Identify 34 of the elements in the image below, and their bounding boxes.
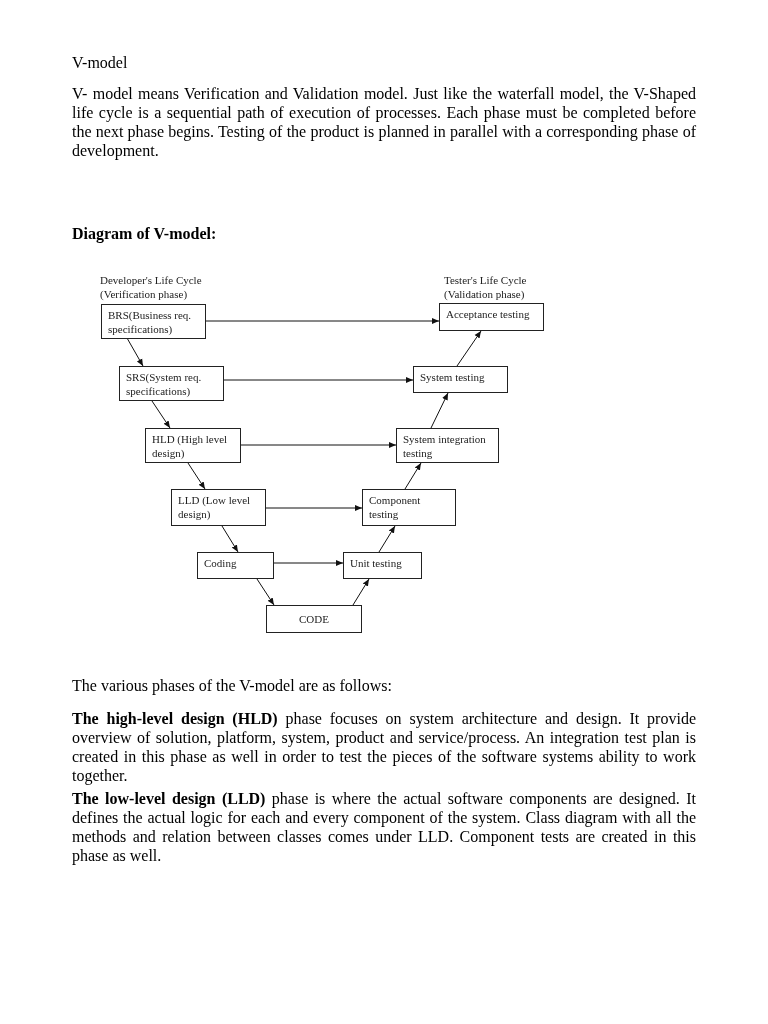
arrow — [221, 525, 239, 553]
body-paragraph: The low-level design (LLD) phase is where the actual software components are designed. It defines the actual logic for each and every component of the system. Class diagram with all the methods and relation between classes comes under LLD. Component tests are created in this phase as well. — [72, 789, 696, 865]
arrow — [187, 462, 206, 490]
process-box: Component testing — [362, 489, 456, 526]
body-paragraph: The high-level design (HLD) phase focuses on system architecture and design. It provide overview of solution, platform, system, product and service/process. An integration test plan is created in this phase as well in order to test the pieces of the software systems ability to work together. — [72, 709, 696, 785]
intro-paragraph: V- model means Verification and Validation model. Just like the waterfall model, the V-Shaped life cycle is a sequential path of execution of processes. Each phase must be completed before the next phase begins. Testing of the product is planned in parallel with a corresponding phase of development. — [72, 84, 696, 160]
page-title: V-model — [72, 53, 128, 72]
arrow — [404, 462, 422, 490]
process-box: SRS(System req. specifications) — [119, 366, 224, 401]
process-box: HLD (High level design) — [145, 428, 241, 463]
body-text: The various phases of the V-model are as follows: — [72, 676, 392, 695]
arrow — [126, 337, 144, 367]
process-box: Unit testing — [343, 552, 422, 579]
arrow — [256, 578, 275, 606]
arrow — [151, 400, 171, 429]
process-box: Acceptance testing — [439, 303, 544, 331]
arrow — [205, 318, 440, 324]
section-heading: Diagram of V-model: — [72, 224, 217, 243]
arrow — [378, 525, 396, 553]
arrow — [456, 330, 482, 367]
arrow — [265, 505, 363, 511]
arrow — [223, 377, 414, 383]
process-box: LLD (Low level design) — [171, 489, 266, 526]
column-heading: Tester's Life Cycle (Validation phase) — [444, 273, 528, 301]
process-box: CODE — [266, 605, 362, 633]
process-box: Coding — [197, 552, 274, 579]
column-heading: Developer's Life Cycle (Verification phase) — [100, 273, 203, 301]
arrow — [352, 578, 370, 606]
process-box: System testing — [413, 366, 508, 393]
arrow — [273, 560, 344, 566]
process-box: System integration testing — [396, 428, 499, 463]
arrow — [240, 442, 397, 448]
process-box: BRS(Business req. specifications) — [101, 304, 206, 339]
arrow — [430, 392, 449, 429]
